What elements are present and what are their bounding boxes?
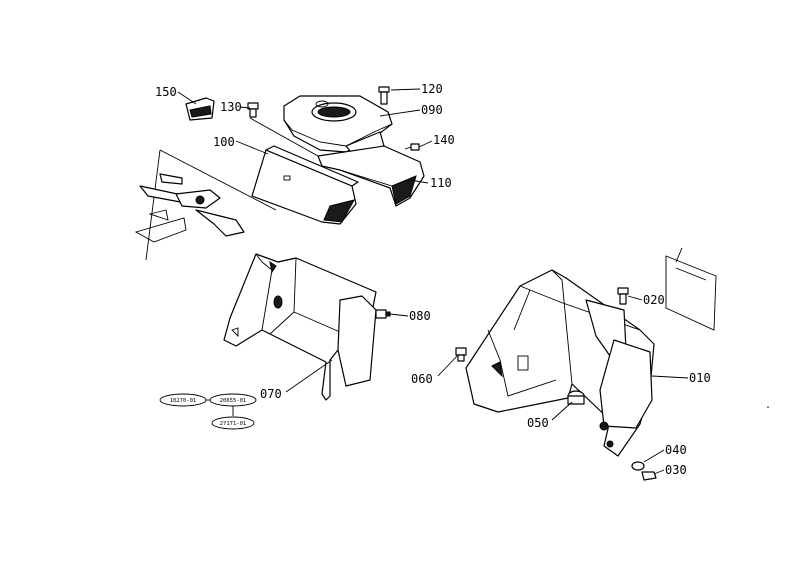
callout-060: 060 bbox=[411, 372, 433, 386]
callout-100: 100 bbox=[213, 135, 235, 149]
part-070-lower-shroud bbox=[223, 253, 377, 401]
part-130-bolt bbox=[247, 102, 259, 118]
part-140-screw bbox=[404, 143, 420, 151]
part-040-washer bbox=[631, 461, 645, 471]
callout-070: 070 bbox=[260, 387, 282, 401]
callout-130: 130 bbox=[220, 100, 242, 114]
reference-label-1: 10270-01 bbox=[170, 398, 197, 404]
part-110-side-plate bbox=[317, 145, 425, 207]
engine-bracket-assembly bbox=[134, 149, 277, 261]
part-020-bolt bbox=[617, 287, 629, 305]
callout-040: 040 bbox=[665, 443, 687, 457]
reference-label-3: 27171-01 bbox=[220, 421, 247, 427]
callout-090: 090 bbox=[421, 103, 443, 117]
callout-020: 020 bbox=[643, 293, 665, 307]
part-080-fitting bbox=[375, 309, 391, 319]
part-060-screw bbox=[455, 347, 467, 362]
callout-120: 120 bbox=[421, 82, 443, 96]
part-150-clip bbox=[185, 97, 215, 121]
callout-140: 140 bbox=[433, 133, 455, 147]
part-120-bolt bbox=[378, 86, 390, 105]
callout-080: 080 bbox=[409, 309, 431, 323]
part-010-main-frame bbox=[465, 269, 655, 457]
part-100-front-panel bbox=[251, 145, 359, 225]
callout-050: 050 bbox=[527, 416, 549, 430]
callout-030: 030 bbox=[665, 463, 687, 477]
stray-dot bbox=[767, 406, 769, 408]
reference-oval-3 bbox=[211, 416, 255, 430]
part-030-nut bbox=[641, 471, 657, 481]
callout-150: 150 bbox=[155, 85, 177, 99]
leader-lines bbox=[177, 88, 689, 475]
callout-010: 010 bbox=[689, 371, 711, 385]
reference-label-2: 20655-01 bbox=[220, 398, 247, 404]
reference-group: 10270-01 20655-01 27171-01 bbox=[159, 393, 257, 430]
callout-110: 110 bbox=[430, 176, 452, 190]
rear-bracket-plate bbox=[665, 247, 717, 331]
part-050-cylinder bbox=[567, 390, 585, 405]
